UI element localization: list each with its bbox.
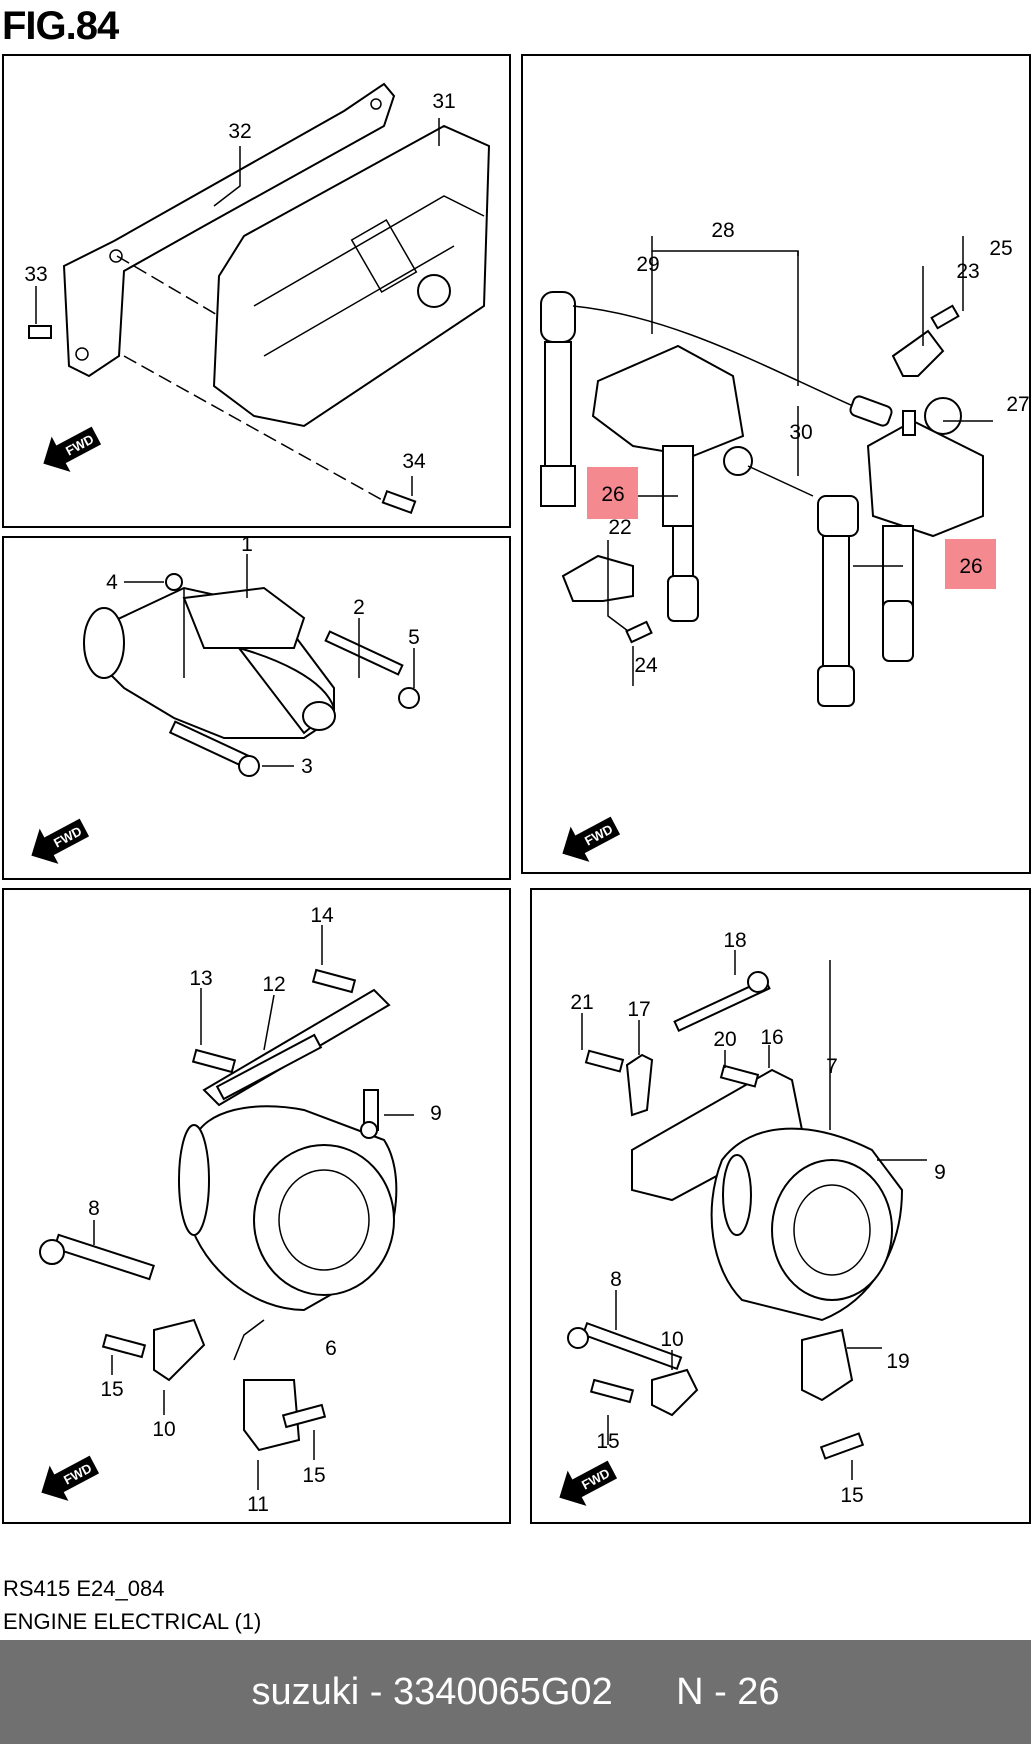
plug-boot-left [540,291,576,343]
callout-11: 11 [247,1493,269,1516]
callout-9: 9 [430,1102,442,1125]
bracket-19 [801,1328,854,1402]
callout-29: 29 [636,253,659,276]
callout-2: 2 [353,596,365,619]
ecu-panel: 31 32 33 34 FWD [2,54,511,528]
callout-14: 14 [310,904,334,927]
callout-9-b: 9 [934,1161,946,1184]
callout-15-c: 15 [596,1430,619,1453]
callout-26-b: 26 [959,555,982,578]
crank-sensor-22 [561,554,634,602]
part-info-bar: suzuki - 3340065G02 N - 26 [0,1640,1031,1744]
callout-15-d: 15 [840,1484,863,1507]
fwd-arrow-icon: FWD [31,818,90,864]
ignition-coil-left [591,344,745,458]
figure-title: FIG.84 [2,4,119,48]
ignition-coil-right [866,419,984,538]
callout-24: 24 [634,654,658,677]
alternator-panel-b: 18 21 17 20 16 7 9 8 10 19 15 15 FWD [530,888,1031,1524]
ignition-diagram: 28 29 25 23 27 30 26 26 22 24 FWD [540,219,1029,862]
bracket-10-b [651,1368,699,1417]
callout-20: 20 [713,1028,736,1051]
bracket-17 [625,1053,654,1117]
callout-22: 22 [608,516,631,539]
fwd-arrow-icon: FWD [41,1455,100,1501]
callout-21: 21 [570,991,593,1014]
callout-4: 4 [106,571,118,594]
callout-18: 18 [723,929,746,952]
callout-28: 28 [711,219,734,242]
callout-26-highlight-a [587,467,638,519]
callout-17: 17 [627,998,650,1021]
part-number: 3340065G02 [392,1670,613,1713]
callout-8: 8 [88,1197,100,1220]
spacer [613,1671,676,1714]
bolt-8 [53,1233,155,1281]
callout-8-b: 8 [610,1268,622,1291]
callout-15-a: 15 [100,1378,123,1401]
callout-27: 27 [1006,393,1029,416]
alternator-a-diagram: 14 13 12 9 8 6 15 10 15 11 FWD [39,904,442,1516]
alternator-panel-a: 14 13 12 9 8 6 15 10 15 11 FWD [2,888,511,1524]
callout-32: 32 [228,120,251,143]
cam-sensor-23 [891,329,945,377]
ecu-bracket [62,82,396,378]
callout-30: 30 [789,421,812,444]
ignition-panel: 28 29 25 23 27 30 26 26 22 24 FWD [521,54,1031,874]
separator: - [359,1670,393,1713]
callout-13: 13 [189,967,212,990]
ecu-unit [212,124,491,428]
page-ref: N - 26 [676,1670,780,1713]
callout-19: 19 [886,1350,909,1373]
bracket-10 [153,1318,206,1382]
callout-25: 25 [989,237,1012,260]
callout-26-highlight-b [945,539,996,589]
fwd-arrow-icon: FWD [43,426,102,472]
callout-10-b: 10 [660,1328,683,1351]
callout-6: 6 [325,1337,337,1360]
alternator-b-diagram: 18 21 17 20 16 7 9 8 10 19 15 15 FWD [559,929,946,1507]
callout-10: 10 [152,1418,175,1441]
bolt-8-b [581,1321,683,1371]
bolt-34-shape [381,489,417,515]
starter-diagram: 1 4 2 5 3 FWD [31,538,420,864]
callout-3: 3 [301,755,313,778]
callout-15-b: 15 [302,1464,325,1487]
callout-12: 12 [262,973,285,996]
bracket-11 [243,1379,301,1452]
callout-5: 5 [408,626,420,649]
callout-31: 31 [432,90,455,113]
starter-panel: 1 4 2 5 3 FWD [2,536,511,880]
callout-34: 34 [402,450,426,473]
model-code: RS415 E24_084 [3,1576,165,1601]
fwd-arrow-icon: FWD [559,1460,618,1506]
section-name: ENGINE ELECTRICAL (1) [3,1609,262,1634]
callout-7: 7 [826,1055,838,1078]
bolt-33-shape [28,325,52,339]
callout-26-a: 26 [601,483,624,506]
callout-16: 16 [760,1026,783,1049]
fwd-arrow-icon: FWD [562,816,621,862]
callout-1: 1 [241,538,253,556]
brand-label: suzuki [251,1670,360,1713]
stud-2 [324,630,404,676]
callout-23: 23 [956,260,979,283]
callout-33: 33 [24,263,47,286]
ecu-diagram: 31 32 33 34 FWD [24,82,491,515]
